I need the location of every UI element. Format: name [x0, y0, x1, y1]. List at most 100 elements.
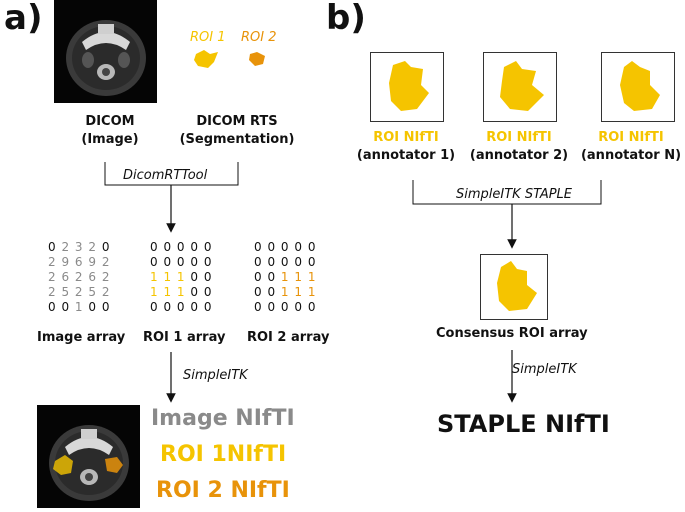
matrix-cell: 0: [101, 300, 111, 314]
matrix-cell: 1: [307, 270, 317, 284]
matrix-cell: 0: [203, 240, 213, 254]
matrix-cell: 0: [150, 240, 164, 254]
matrix-cell: 0: [203, 270, 213, 284]
matrix-row: 0 2 3 2 0: [48, 240, 110, 255]
matrix-cell: 2: [74, 285, 89, 299]
matrix-row: 0 0 1 1 1: [254, 285, 316, 300]
matrix-cell: 1: [280, 270, 295, 284]
matrix-cell: 0: [150, 255, 164, 269]
matrix-cell: 0: [254, 255, 268, 269]
roi1-shape: [194, 50, 218, 68]
matrix-cell: 0: [254, 285, 268, 299]
matrix-cell: 1: [163, 270, 177, 284]
matrix-row: 1 1 1 0 0: [150, 285, 212, 300]
image-array-caption: Image array: [37, 330, 126, 345]
matrix-cell: 0: [203, 255, 213, 269]
matrix-cell: 0: [48, 240, 62, 254]
matrix-cell: 1: [163, 285, 177, 299]
matrix-cell: 6: [88, 270, 102, 284]
output-image-nifti: Image NIfTI: [151, 406, 295, 431]
simpleitk-label-a: SimpleITK: [183, 368, 248, 383]
matrix-cell: 0: [190, 300, 204, 314]
matrix-cell: 0: [163, 300, 177, 314]
dicom-rts-label: DICOM RTS (Segmentation): [179, 114, 295, 147]
matrix-cell: 0: [267, 300, 281, 314]
matrix-cell: 5: [88, 285, 102, 299]
matrix-cell: 0: [254, 300, 268, 314]
matrix-cell: 0: [203, 300, 213, 314]
matrix-cell: 0: [163, 255, 177, 269]
simpleitk-label-b: SimpleITK: [512, 362, 577, 377]
matrix-cell: 0: [280, 240, 295, 254]
matrix-cell: 0: [267, 270, 281, 284]
matrix-cell: 1: [176, 270, 191, 284]
simpleitk-staple-label: SimpleITK STAPLE: [456, 187, 573, 202]
matrix-cell: 0: [267, 285, 281, 299]
matrix-cell: 1: [294, 285, 308, 299]
annotator-1-roi-box: [370, 52, 444, 122]
matrix-row: 0 0 0 0 0: [254, 240, 316, 255]
matrix-cell: 0: [203, 285, 213, 299]
roi2-shape: [249, 52, 265, 66]
annotator-2-label: ROI NIfTI (annotator 2): [469, 130, 569, 163]
matrix-cell: 0: [176, 255, 191, 269]
matrix-cell: 0: [163, 240, 177, 254]
panel-a-label: a): [4, 0, 43, 38]
annotator-2-roi-box: [483, 52, 557, 122]
matrix-cell: 0: [48, 300, 62, 314]
matrix-cell: 0: [280, 255, 295, 269]
matrix-cell: 0: [267, 240, 281, 254]
roi2-label: ROI 2: [241, 30, 277, 45]
matrix-cell: 2: [48, 270, 62, 284]
roi1-array-caption: ROI 1 array: [143, 330, 226, 345]
matrix-cell: 0: [254, 270, 268, 284]
matrix-cell: 2: [61, 240, 75, 254]
matrix-cell: 1: [280, 285, 295, 299]
matrix-cell: 0: [190, 270, 204, 284]
matrix-cell: 0: [294, 255, 308, 269]
output-roi1-nifti: ROI 1NIfTI: [160, 442, 287, 467]
matrix-cell: 0: [267, 255, 281, 269]
staple-nifti-output: STAPLE NIfTI: [437, 410, 610, 438]
dicom-image-label: DICOM (Image): [81, 114, 139, 147]
ct-image-thumbnail: [54, 0, 157, 103]
bracket-b: [412, 180, 602, 205]
matrix-cell: 2: [101, 270, 111, 284]
panel-b-label: b): [326, 0, 366, 38]
matrix-row: 2 6 2 6 2: [48, 270, 110, 285]
matrix-cell: 1: [150, 270, 164, 284]
matrix-cell: 1: [150, 285, 164, 299]
matrix-cell: 1: [74, 300, 89, 314]
matrix-cell: 3: [74, 240, 89, 254]
matrix-cell: 0: [254, 240, 268, 254]
matrix-row: 0 0 1 0 0: [48, 300, 110, 315]
ct-overlay-thumbnail: [37, 405, 140, 508]
matrix-cell: 2: [88, 240, 102, 254]
consensus-roi-box: [480, 254, 548, 320]
consensus-roi-label: Consensus ROI array: [436, 326, 588, 341]
matrix-cell: 0: [150, 300, 164, 314]
matrix-cell: 1: [307, 285, 317, 299]
matrix-cell: 9: [61, 255, 75, 269]
annotator-n-roi-box: [601, 52, 675, 122]
matrix-row: 0 0 0 0 0: [254, 255, 316, 270]
matrix-cell: 2: [48, 255, 62, 269]
matrix-row: 2 9 6 9 2: [48, 255, 110, 270]
matrix-row: 0 0 0 0 0: [150, 255, 212, 270]
matrix-cell: 0: [176, 300, 191, 314]
matrix-cell: 6: [61, 270, 75, 284]
matrix-cell: 0: [61, 300, 75, 314]
matrix-cell: 0: [307, 255, 317, 269]
matrix-cell: 0: [280, 300, 295, 314]
matrix-cell: 0: [190, 255, 204, 269]
matrix-cell: 0: [190, 285, 204, 299]
matrix-cell: 2: [48, 285, 62, 299]
matrix-cell: 2: [101, 285, 111, 299]
matrix-cell: 0: [294, 300, 308, 314]
matrix-cell: 0: [307, 240, 317, 254]
dicomrttool-label: DicomRTTool: [123, 168, 208, 183]
